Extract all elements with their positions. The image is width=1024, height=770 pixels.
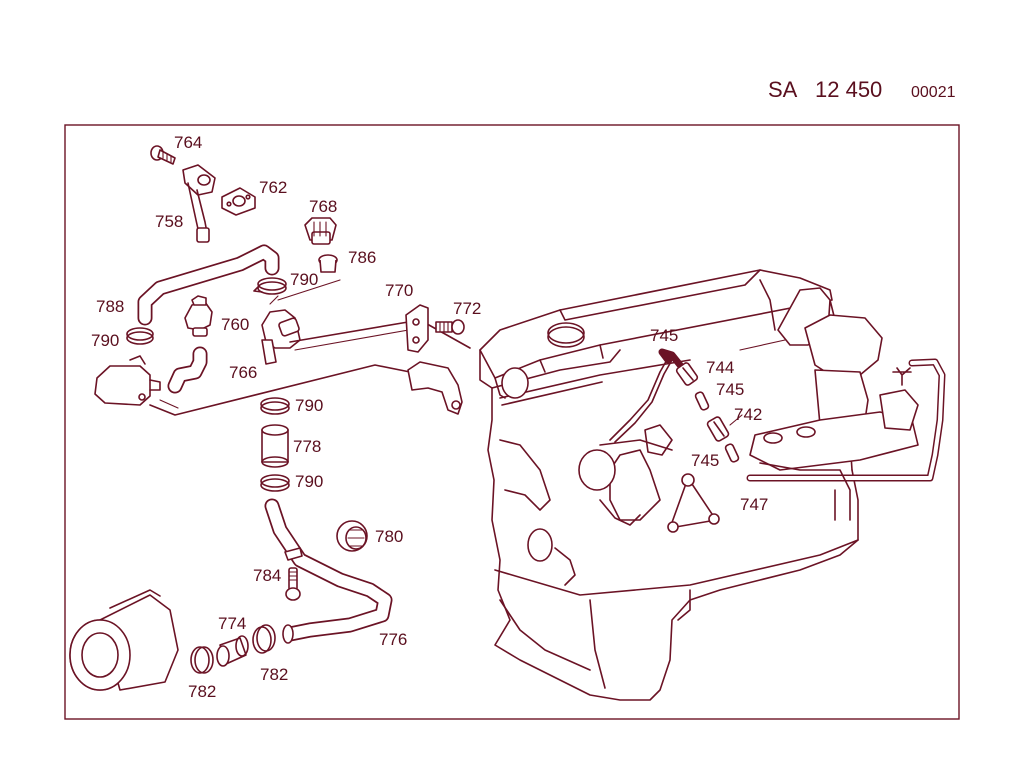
- part-label-778: 778: [293, 437, 321, 456]
- hose-776-icon: [264, 498, 393, 644]
- part-label-790-lower: 790: [295, 472, 323, 491]
- part-label-774: 774: [218, 614, 246, 633]
- clamp-790d-icon: [260, 474, 290, 492]
- part-label-747: 747: [740, 495, 768, 514]
- part-label-760: 760: [221, 315, 249, 334]
- part-label-786: 786: [348, 248, 376, 267]
- part-label-766: 766: [229, 363, 257, 382]
- fitting-766-icon: [261, 309, 301, 365]
- part-label-790-upper: 790: [290, 270, 318, 289]
- plug-786-icon: [318, 254, 338, 273]
- clamp-790c-icon: [260, 397, 290, 415]
- hose-788-icon: [137, 244, 280, 326]
- part-label-776: 776: [379, 630, 407, 649]
- clamp-782a-icon: [190, 646, 214, 674]
- engine-block-illustration: [479, 269, 946, 701]
- part-label-768: 768: [309, 197, 337, 216]
- bracket-lower-icon: [407, 361, 463, 415]
- clamp-790b-icon: [126, 327, 154, 345]
- part-label-780: 780: [375, 527, 403, 546]
- part-label-788: 788: [96, 297, 124, 316]
- bolt-764-icon: [150, 145, 176, 165]
- valve-742-icon: [706, 416, 730, 442]
- part-label-742: 742: [734, 405, 762, 424]
- hose-elbow-icon: [167, 346, 208, 394]
- part-label-772: 772: [453, 299, 481, 318]
- part-number-labels: 764 762 758 768 786 790 788 760 790 766 …: [91, 133, 768, 701]
- hose-774-icon: [216, 635, 249, 667]
- gasket-762-icon: [221, 187, 256, 216]
- part-label-790-middle: 790: [295, 396, 323, 415]
- header-code-prefix: SA: [768, 77, 798, 102]
- part-label-762: 762: [259, 178, 287, 197]
- bushing-780-icon: [336, 520, 368, 552]
- cap-768-icon: [304, 217, 337, 245]
- valve-760-icon: [184, 295, 213, 337]
- thermostat-housing-icon: [94, 355, 161, 406]
- part-label-745-top: 745: [650, 326, 678, 345]
- pipe-758-icon: [182, 164, 216, 243]
- part-label-764: 764: [174, 133, 202, 152]
- header-sheet-number: 00021: [911, 84, 956, 101]
- part-label-790-left: 790: [91, 331, 119, 350]
- part-label-744: 744: [706, 358, 734, 377]
- part-label-782-right: 782: [260, 665, 288, 684]
- bracket-770-icon: [405, 304, 429, 353]
- injector-744-icon: [675, 362, 699, 386]
- part-label-758: 758: [155, 212, 183, 231]
- clamp-790a-icon: [253, 277, 287, 295]
- part-label-770: 770: [385, 281, 413, 300]
- part-label-784: 784: [253, 566, 281, 585]
- injector-parts-group: [658, 348, 743, 463]
- header-code-number: 12 450: [815, 77, 882, 102]
- part-label-782-left: 782: [188, 682, 216, 701]
- pump-housing-icon: [69, 589, 179, 691]
- coolant-parts-group: [69, 145, 471, 691]
- part-label-745-middle: 745: [716, 380, 744, 399]
- diagram-frame: [64, 124, 960, 720]
- hose-778-icon: [261, 424, 289, 468]
- bolt-784-icon: [285, 567, 301, 601]
- bolt-772-icon: [435, 319, 465, 335]
- clamp-782b-icon: [252, 624, 276, 654]
- part-label-745-bottom: 745: [691, 451, 719, 470]
